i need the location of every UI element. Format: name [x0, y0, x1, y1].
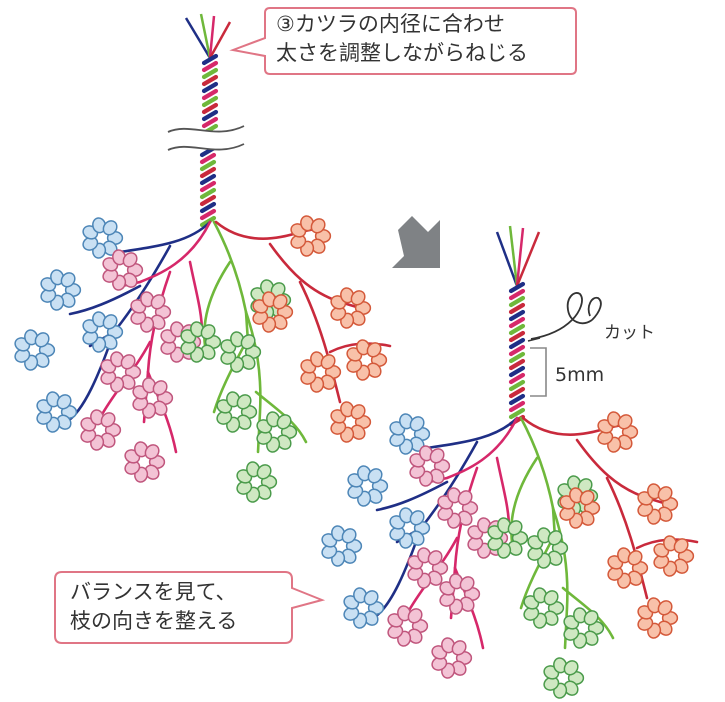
bead-cluster — [438, 573, 479, 616]
bead-cluster — [329, 287, 370, 330]
callout-twist-text: ③カツラの内径に合わせ 太さを調整しながらねじる — [276, 10, 528, 68]
cut-label: カット — [604, 323, 655, 343]
bead-cluster — [329, 401, 370, 444]
bead-cluster — [79, 409, 120, 452]
bead-cluster — [39, 269, 80, 312]
callout-balance-line1: バランスを見て、 — [70, 578, 237, 607]
callout-twist-line1: ③カツラの内径に合わせ — [276, 10, 528, 39]
bead-cluster — [215, 391, 256, 434]
right-twisted-cord — [511, 284, 523, 424]
bead-cluster — [299, 351, 340, 394]
bead-cluster — [606, 547, 647, 590]
bead-cluster — [13, 329, 54, 372]
callout-balance-text: バランスを見て、 枝の向きを整える — [70, 578, 237, 636]
bead-cluster — [123, 441, 164, 484]
bead-cluster — [636, 483, 677, 526]
left-twisted-cord-upper — [204, 56, 216, 133]
right-loose-wire-ends — [497, 226, 539, 286]
left-loose-wire-ends — [186, 14, 230, 58]
bead-cluster — [131, 377, 172, 420]
right-bead-clusters — [320, 411, 693, 700]
bead-cluster — [542, 657, 583, 700]
bead-cluster — [636, 597, 677, 640]
bead-cluster — [342, 587, 383, 630]
callout-twist-line2: 太さを調整しながらねじる — [276, 39, 528, 68]
bead-cluster — [408, 445, 449, 488]
measurement-bracket — [530, 348, 546, 396]
bead-cluster — [522, 587, 563, 630]
bead-cluster — [388, 507, 429, 550]
bead-cluster — [596, 411, 637, 454]
bead-cluster — [235, 461, 276, 504]
length-label: 5mm — [555, 364, 604, 386]
bead-cluster — [129, 291, 170, 334]
bead-cluster — [386, 605, 427, 648]
left-twisted-assembly — [13, 14, 390, 503]
bead-cluster — [436, 487, 477, 530]
bead-cluster — [81, 311, 122, 354]
bead-cluster — [101, 249, 142, 292]
bead-cluster — [562, 607, 603, 650]
right-twisted-assembly — [320, 226, 697, 699]
scissors-cut-icon — [531, 293, 601, 339]
bead-cluster — [346, 465, 387, 508]
bead-cluster — [320, 525, 361, 568]
bead-cluster — [35, 391, 76, 434]
left-bead-clusters — [13, 215, 386, 504]
bead-cluster — [255, 411, 296, 454]
arrow-down-right-icon — [392, 216, 440, 268]
bead-cluster — [430, 637, 471, 680]
callout-balance-line2: 枝の向きを整える — [70, 607, 237, 636]
left-twisted-cord-lower — [202, 148, 214, 225]
bead-cluster — [289, 215, 330, 258]
